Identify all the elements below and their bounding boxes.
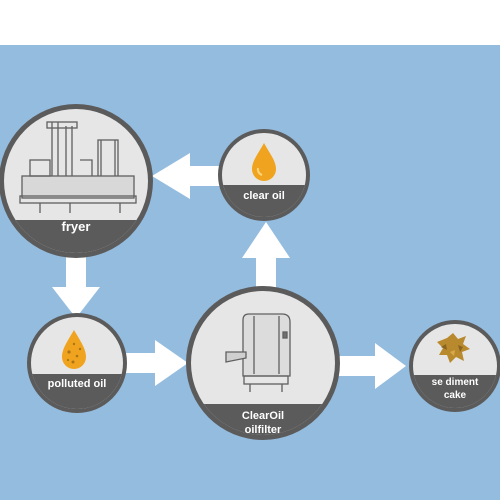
sediment-cake-icon	[437, 333, 470, 363]
node-clear-oil: clear oil	[218, 129, 310, 221]
arrow-filter-to-sediment	[338, 343, 406, 389]
arrow-polluted-oil-to-filter	[121, 340, 188, 386]
filter-label-line2: oilfilter	[245, 424, 282, 436]
sediment-label-line1: se diment	[432, 377, 479, 388]
fryer-machine-icon	[19, 121, 137, 213]
filter-label-line1: ClearOil	[242, 410, 284, 422]
top-white-band	[0, 0, 500, 45]
pollution-specks	[66, 342, 82, 364]
oil-filter-machine-icon	[225, 313, 291, 392]
fryer-label: fryer	[62, 219, 91, 234]
arrow-fryer-to-polluted-oil	[52, 255, 100, 318]
flow-arrows	[52, 153, 406, 389]
arrow-filter-to-clear-oil	[242, 222, 290, 289]
clear-oil-label: clear oil	[243, 190, 285, 202]
polluted-oil-label: polluted oil	[48, 378, 107, 390]
arrow-clear-oil-to-fryer	[152, 153, 225, 199]
node-sediment: se diment cake	[409, 320, 500, 412]
sediment-label-line2: cake	[444, 390, 467, 401]
